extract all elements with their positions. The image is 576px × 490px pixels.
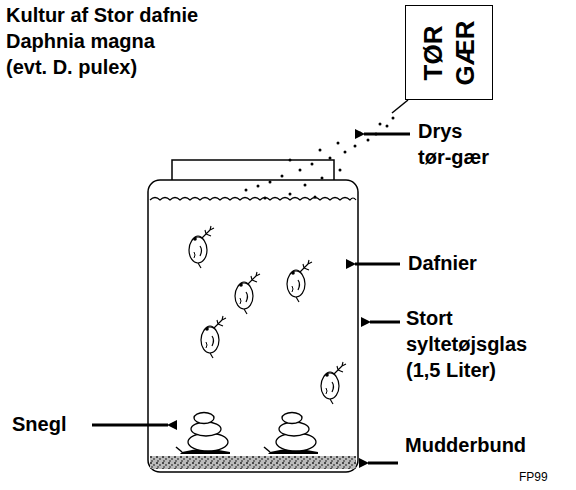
diagram-title: Kultur af Stor dafnie Daphnia magna (evt… — [6, 2, 200, 80]
callout-label: Dafnier — [408, 250, 528, 276]
callout-label: Snegl — [12, 411, 92, 437]
callout-label: Mudderbund — [405, 432, 565, 458]
yeast-packet: TØR GÆR — [405, 5, 493, 100]
callout-label: Stort syltetøjsglas (1,5 Liter) — [406, 305, 536, 383]
callout-label: FP99 — [519, 470, 569, 484]
packet-label: TØR GÆR — [417, 7, 481, 98]
callout-label: Drys tør-gær — [418, 118, 493, 170]
